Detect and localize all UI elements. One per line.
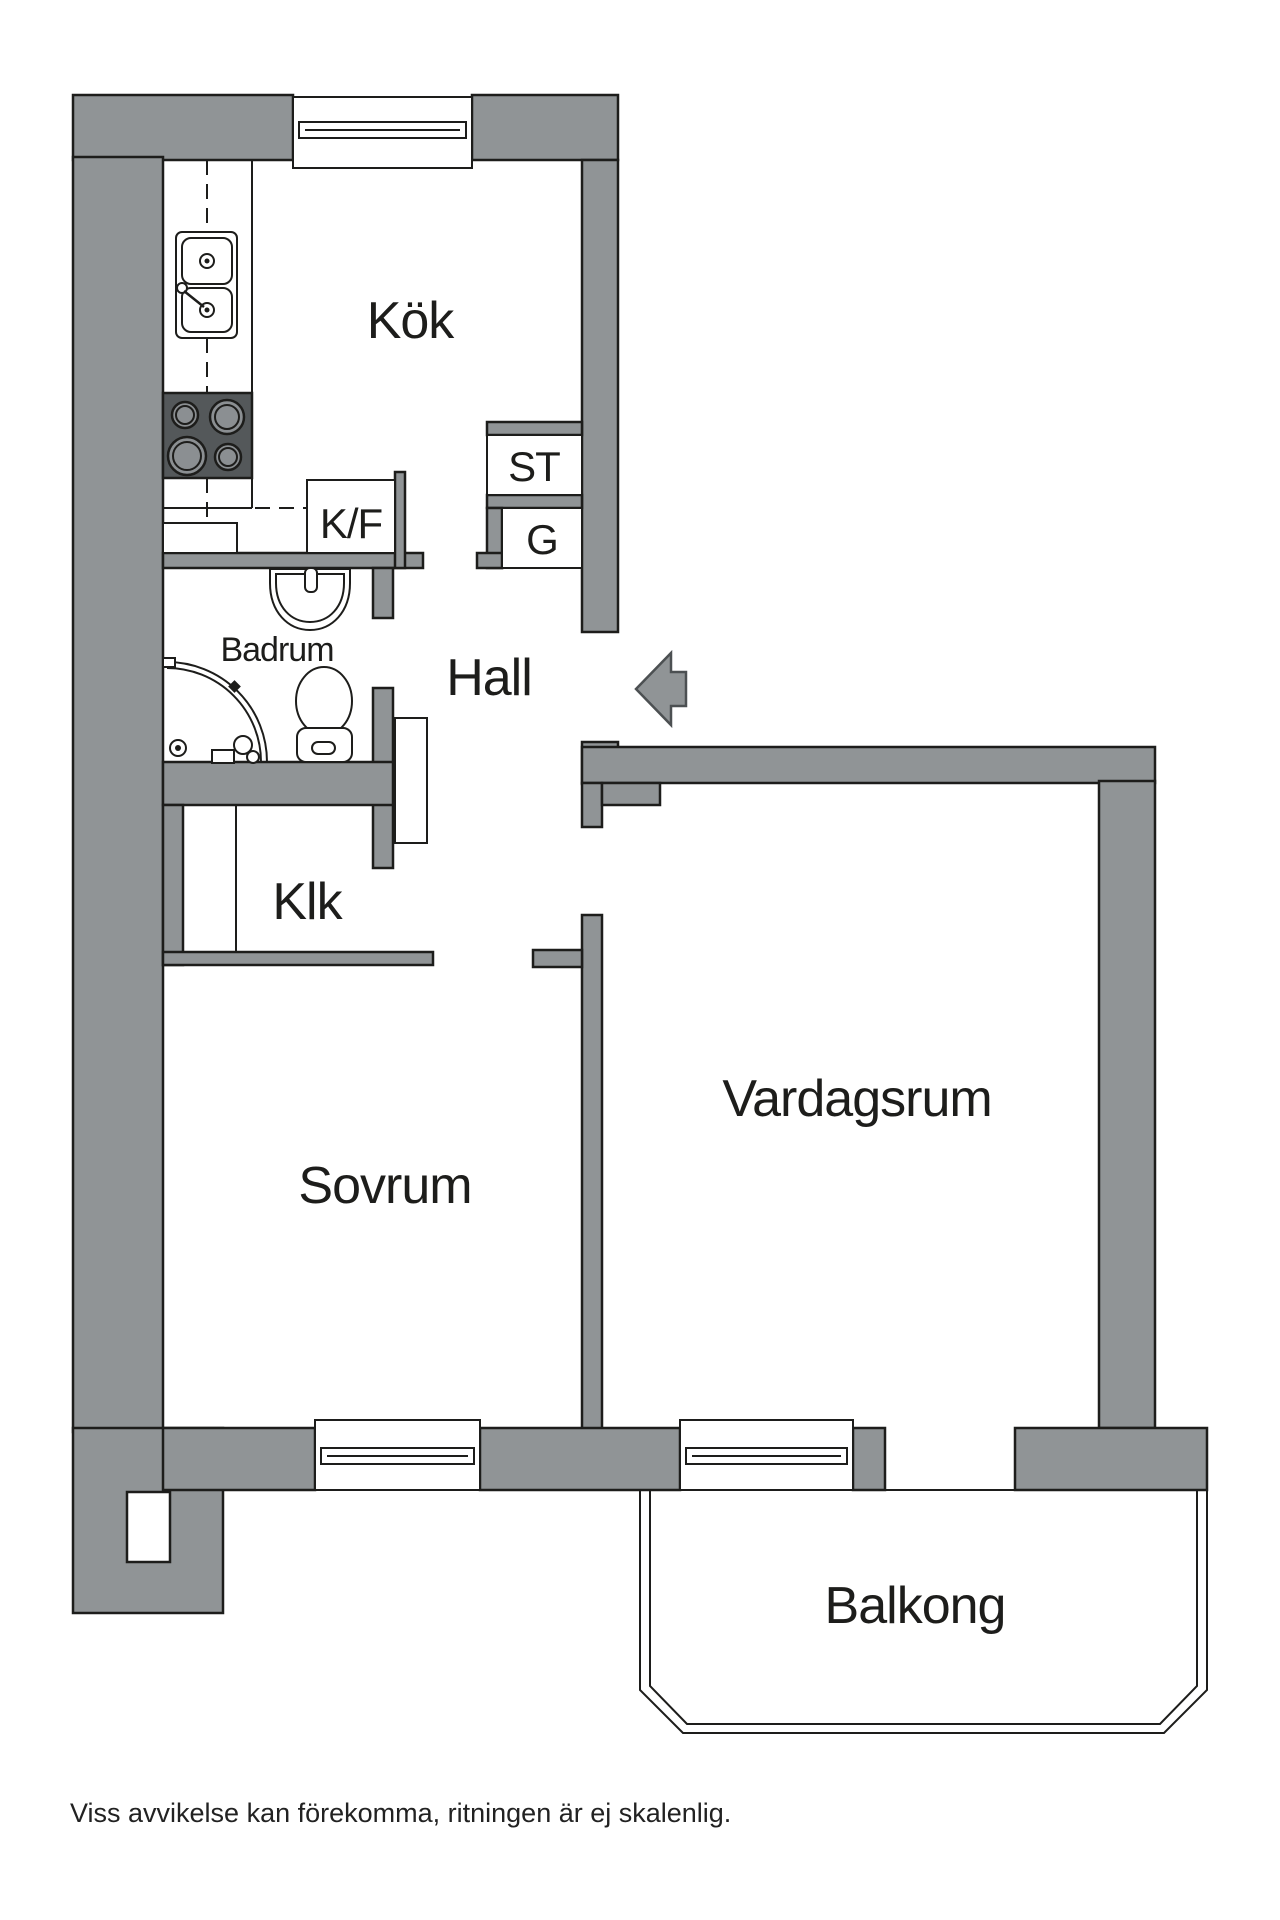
bathroom-fixtures xyxy=(162,567,353,764)
wall-segment xyxy=(161,551,425,570)
wall-segment xyxy=(470,93,620,162)
toilet-button xyxy=(311,741,336,755)
room-label-bathroom: Badrum xyxy=(220,631,333,669)
sink-drain xyxy=(199,302,215,318)
shower-mixer-knob xyxy=(233,735,253,755)
wall-segment xyxy=(600,781,662,807)
shower-head-stub xyxy=(162,657,176,668)
wall-segment xyxy=(475,551,504,570)
balcony-railing-inner xyxy=(649,1490,1198,1725)
wall-segment xyxy=(1013,1426,1209,1492)
stove-burner-ring xyxy=(172,441,202,471)
wall-segment xyxy=(161,950,435,967)
bathroom-sink-tap xyxy=(304,567,318,593)
wall-segment xyxy=(161,1426,317,1492)
room-label-hall: Hall xyxy=(446,649,532,707)
sink-faucet-spout xyxy=(183,290,205,308)
room-label-g: G xyxy=(526,516,558,563)
wall-segment xyxy=(71,155,165,1434)
closet-st-box xyxy=(486,434,583,496)
stove-burner-ring xyxy=(175,405,195,425)
room-label-fridge: K/F xyxy=(320,500,382,547)
sink-drain xyxy=(199,253,215,269)
shower-drain-dot xyxy=(175,745,181,751)
wall-segment xyxy=(580,781,604,829)
kitchen-fixtures xyxy=(161,160,396,554)
room-label-bedroom: Sovrum xyxy=(298,1157,471,1215)
disclaimer-text: Viss avvikelse kan förekomma, ritningen … xyxy=(70,1798,731,1828)
kitchen-cabinet xyxy=(162,522,238,554)
wall-segment xyxy=(531,948,584,969)
wall-segment xyxy=(371,566,395,620)
sink-drain-dot xyxy=(204,307,210,313)
wall-segment xyxy=(580,745,1157,785)
room-label-living: Vardagsrum xyxy=(722,1070,991,1128)
room-label-kitchen: Kök xyxy=(367,292,456,350)
balcony-railing-outer xyxy=(639,1490,1208,1734)
wall-segment xyxy=(851,1426,887,1492)
stove-burner-ring xyxy=(218,447,238,467)
wall-segment xyxy=(478,1426,682,1492)
entry-arrow-icon xyxy=(634,649,688,729)
fridge-freezer-box xyxy=(306,479,396,554)
wall-segment xyxy=(1097,779,1157,1430)
wall-segment xyxy=(580,158,620,634)
wall-segment xyxy=(71,93,295,162)
wall-recess xyxy=(125,1490,172,1564)
room-label-balcony: Balkong xyxy=(825,1577,1006,1635)
walls xyxy=(71,93,1209,1615)
stove-burner-ring xyxy=(214,404,240,430)
shower-mixer-knob xyxy=(246,750,260,764)
klk-door-leaf xyxy=(394,717,428,844)
room-label-klk: Klk xyxy=(272,873,343,931)
wall-segment xyxy=(580,913,604,1432)
wall-segment xyxy=(485,420,584,437)
wall-segment xyxy=(161,760,395,807)
toilet-bowl xyxy=(295,666,353,736)
shower-glass-outer xyxy=(166,661,268,763)
shower-drain xyxy=(169,739,187,757)
sink-drain-dot xyxy=(204,258,210,264)
shower-mixer xyxy=(211,749,235,764)
wall-segment xyxy=(393,470,407,570)
windows xyxy=(292,96,854,1491)
room-label-st: ST xyxy=(508,443,560,490)
wall-segment xyxy=(485,493,584,510)
shower-glass-inner xyxy=(166,667,262,763)
wall-segment xyxy=(161,803,185,967)
balcony xyxy=(639,1489,1208,1734)
bathroom-sink-inner xyxy=(275,573,345,624)
closet-g-box xyxy=(501,507,583,569)
